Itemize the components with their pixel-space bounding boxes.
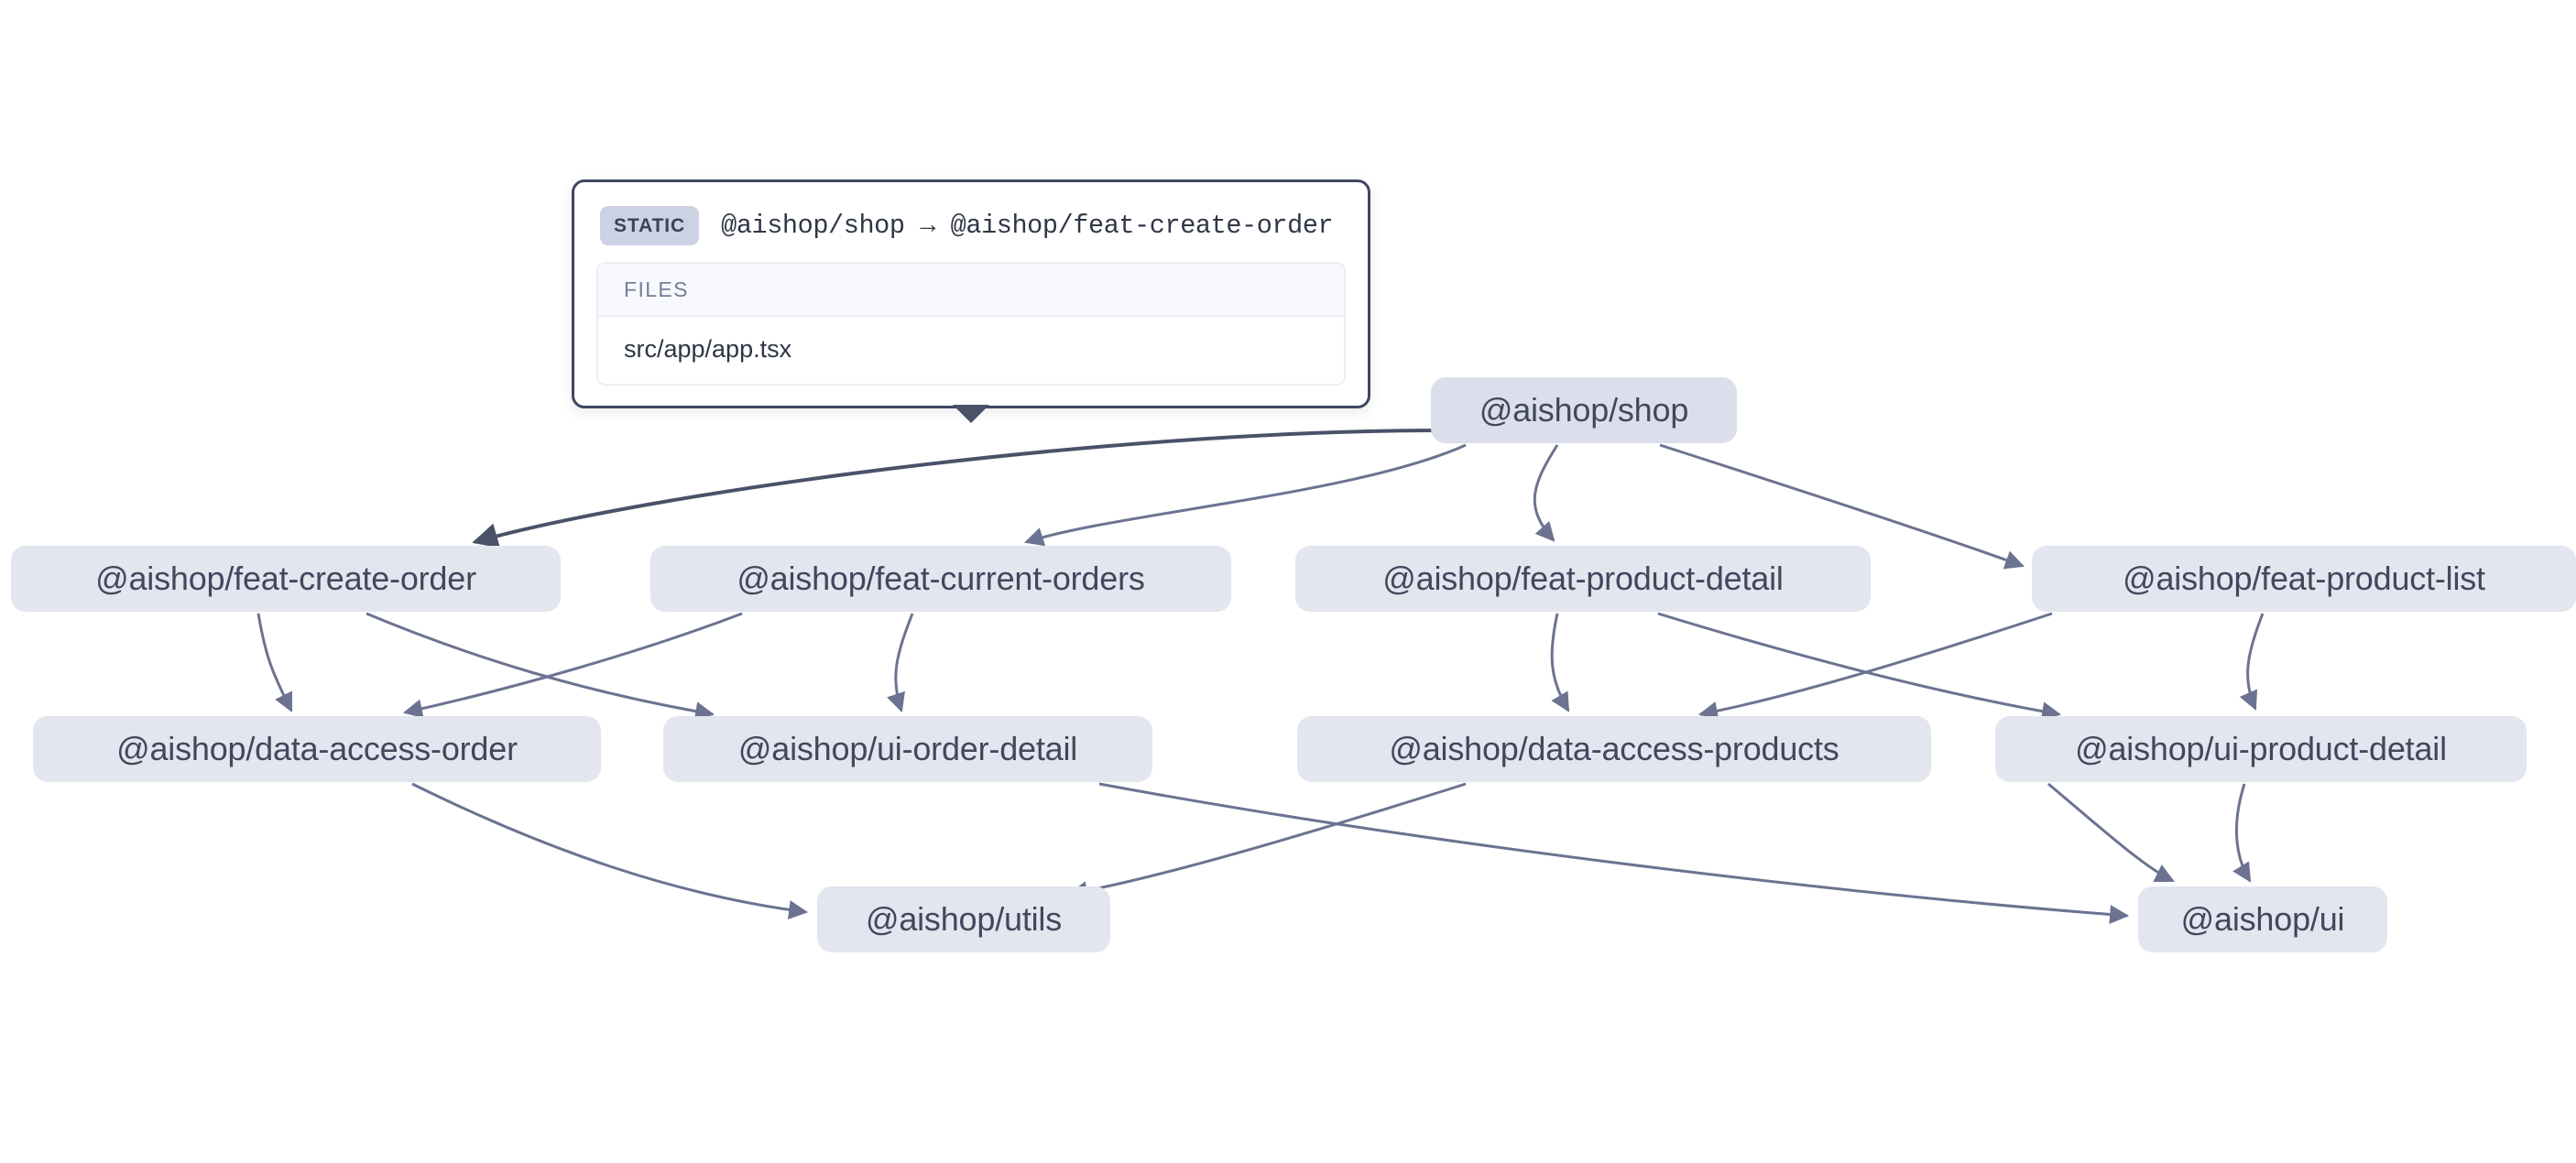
- dependency-detail-card[interactable]: STATIC @aishop/shop → @aishop/feat-creat…: [572, 179, 1370, 423]
- graph-node-data-access-products[interactable]: @aishop/data-access-products: [1297, 716, 1931, 782]
- graph-node-shop[interactable]: @aishop/shop: [1431, 377, 1737, 443]
- graph-node-label: @aishop/feat-product-detail: [1382, 560, 1784, 597]
- edge-shop-to-feat-create-order: [472, 429, 1445, 549]
- edge-feat-product-detail-to-data-access-products: [1550, 613, 1570, 712]
- edge-feat-current-orders-to-data-access-order: [402, 612, 743, 719]
- graph-node-ui-product-detail[interactable]: @aishop/ui-product-detail: [1995, 716, 2527, 782]
- edge-feat-product-list-to-ui-product-detail: [2239, 613, 2265, 711]
- graph-node-label: @aishop/ui-order-detail: [737, 730, 1078, 767]
- edge-feat-product-detail-to-ui-product-detail: [1657, 612, 2062, 722]
- files-section-header: FILES: [598, 264, 1344, 317]
- edge-feat-current-orders-to-ui-order-detail: [887, 613, 914, 712]
- files-list: src/app/app.tsx: [598, 317, 1344, 384]
- graph-node-ui[interactable]: @aishop/ui: [2138, 886, 2387, 952]
- edge-data-access-products-to-utils: [1067, 782, 1467, 901]
- graph-node-label: @aishop/ui: [2180, 900, 2345, 938]
- graph-node-label: @aishop/ui-product-detail: [2075, 730, 2447, 767]
- dependency-title: @aishop/shop → @aishop/feat-create-order: [721, 211, 1334, 241]
- graph-node-label: @aishop/feat-product-list: [2123, 560, 2485, 597]
- graph-node-label: @aishop/utils: [865, 900, 1063, 938]
- graph-node-feat-product-list[interactable]: @aishop/feat-product-list: [2032, 546, 2576, 612]
- dependency-type-badge: STATIC: [600, 206, 700, 245]
- graph-node-label: @aishop/feat-current-orders: [737, 560, 1145, 597]
- edge-shop-to-feat-product-detail: [1533, 444, 1559, 542]
- files-panel: FILES src/app/app.tsx: [596, 262, 1346, 386]
- edge-ui-product-detail-to-ui-curve: [2232, 783, 2252, 883]
- graph-node-label: @aishop/shop: [1479, 391, 1689, 429]
- edge-feat-product-list-to-data-access-products: [1697, 612, 2053, 721]
- detail-card-pointer-icon: [953, 405, 989, 423]
- graph-node-ui-order-detail[interactable]: @aishop/ui-order-detail: [663, 716, 1152, 782]
- edge-feat-create-order-to-data-access-order: [257, 613, 293, 712]
- graph-node-feat-product-detail[interactable]: @aishop/feat-product-detail: [1295, 546, 1871, 612]
- graph-node-data-access-order[interactable]: @aishop/data-access-order: [33, 716, 601, 782]
- edge-shop-to-feat-current-orders: [1023, 443, 1467, 547]
- graph-node-label: @aishop/data-access-order: [116, 730, 518, 767]
- edge-data-access-order-to-utils: [411, 782, 809, 919]
- graph-node-feat-current-orders[interactable]: @aishop/feat-current-orders: [650, 546, 1231, 612]
- graph-node-label: @aishop/data-access-products: [1389, 730, 1839, 767]
- graph-node-feat-create-order[interactable]: @aishop/feat-create-order: [11, 546, 561, 612]
- file-row[interactable]: src/app/app.tsx: [598, 317, 1344, 384]
- edge-feat-create-order-to-ui-order-detail: [366, 612, 715, 722]
- edge-ui-order-detail-to-ui: [1098, 782, 2130, 925]
- edge-ui-product-detail-to-ui: [2047, 782, 2175, 883]
- graph-node-label: @aishop/feat-create-order: [95, 560, 476, 597]
- graph-node-utils[interactable]: @aishop/utils: [817, 886, 1110, 952]
- detail-card-header: STATIC @aishop/shop → @aishop/feat-creat…: [574, 182, 1368, 262]
